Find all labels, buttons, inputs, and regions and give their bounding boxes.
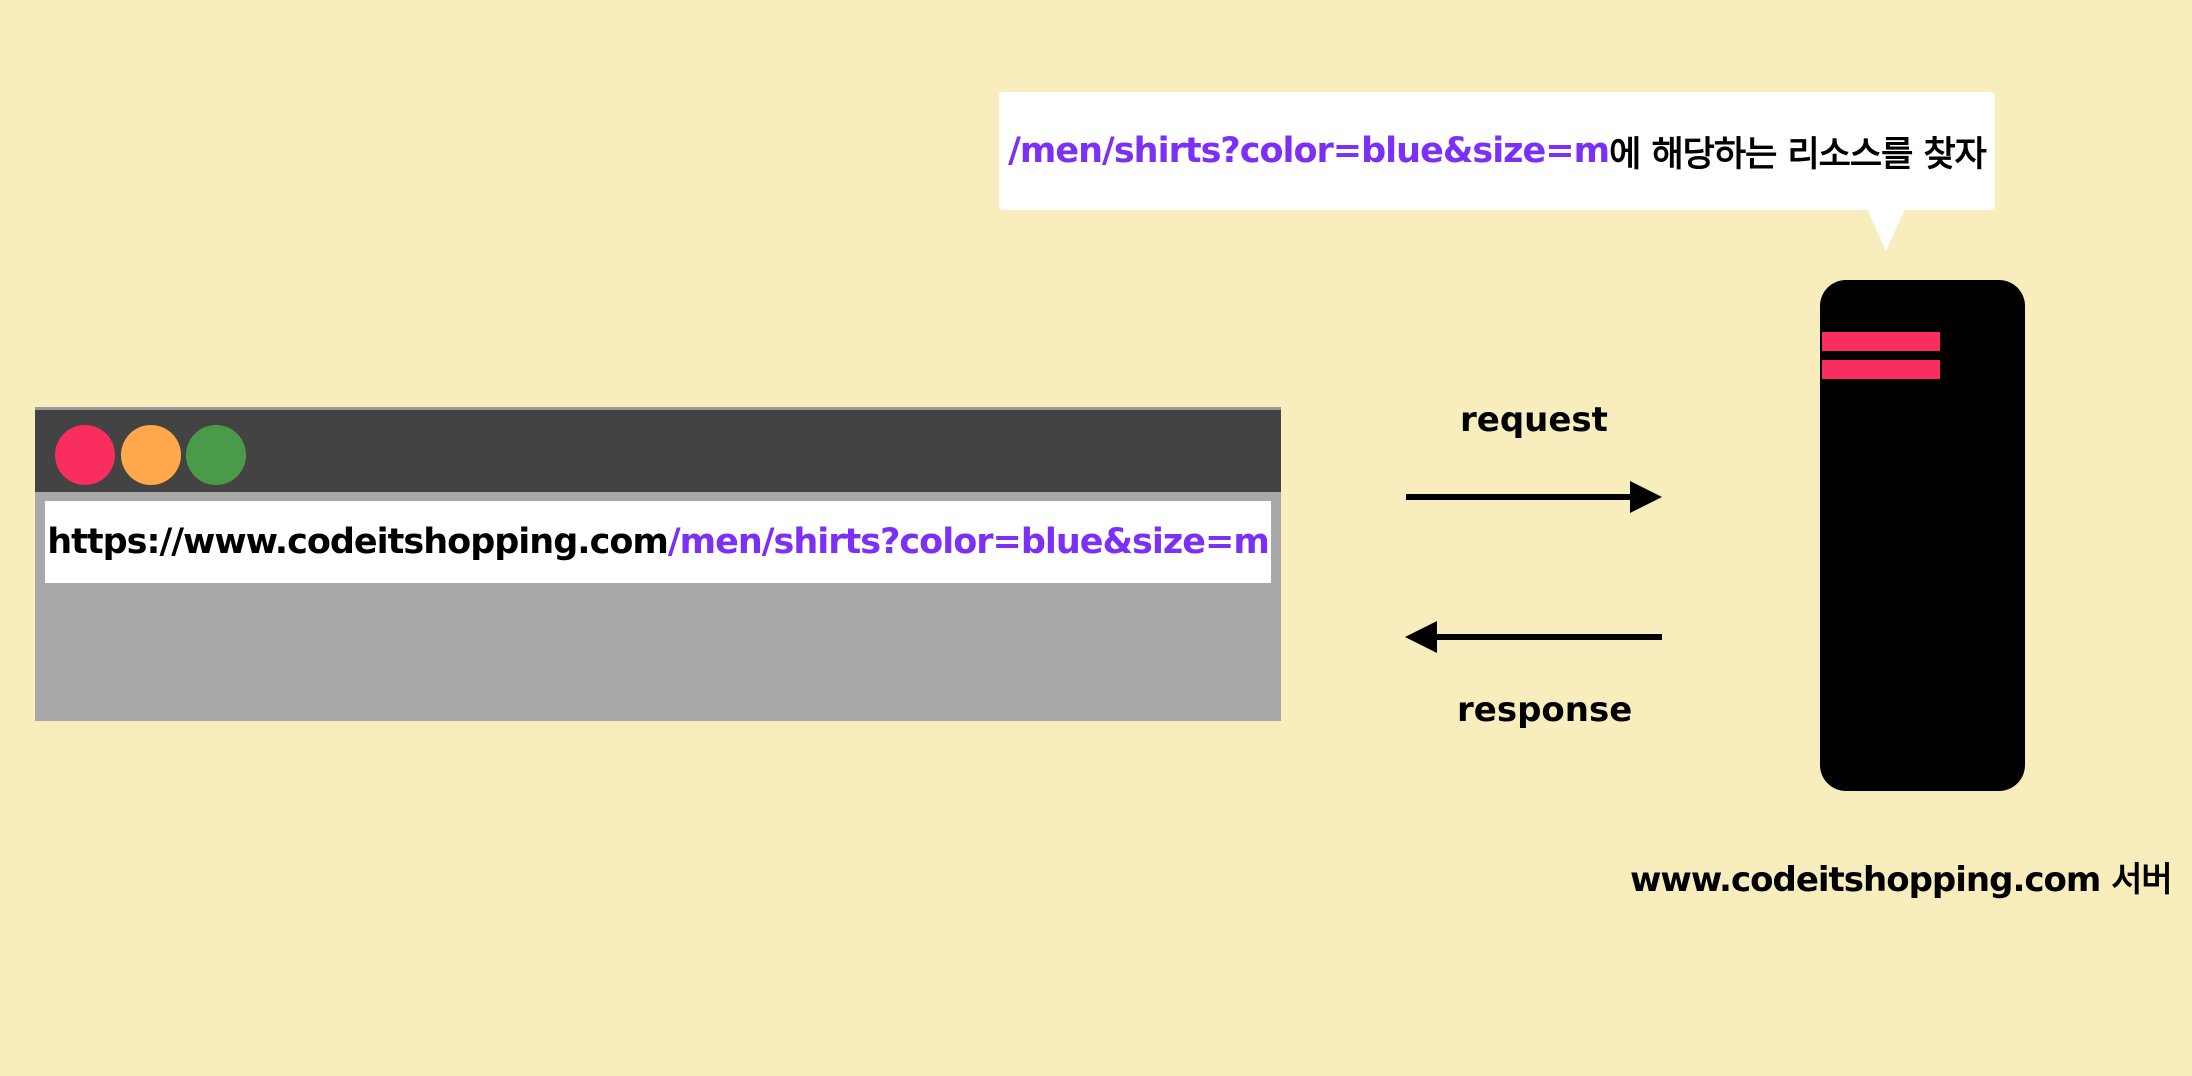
address-bar[interactable]: https://www.codeitshopping.com/men/shirt… [45, 501, 1271, 583]
arrows [1405, 481, 1662, 653]
close-dot-icon[interactable] [55, 425, 115, 485]
browser-titlebar [35, 407, 1281, 492]
server-icon [1820, 280, 2025, 791]
request-label: request [1460, 400, 1608, 440]
bubble-path: /men/shirts?color=blue&size=m [1008, 131, 1610, 171]
speech-bubble-tail [1867, 209, 1905, 251]
server-indicator-bar [1822, 360, 1940, 379]
server-label: www.codeitshopping.com 서버 [1630, 860, 2173, 900]
minimize-dot-icon[interactable] [121, 425, 181, 485]
request-arrow-icon [1406, 481, 1662, 513]
url-path: /men/shirts?color=blue&size=m [667, 522, 1270, 562]
response-label: response [1457, 690, 1633, 730]
server-indicator-bar [1822, 332, 1940, 351]
maximize-dot-icon[interactable] [186, 425, 246, 485]
browser-window: https://www.codeitshopping.com/men/shirt… [35, 407, 1281, 721]
response-arrow-icon [1405, 621, 1662, 653]
url-base: https://www.codeitshopping.com [47, 522, 669, 562]
bubble-suffix: 에 해당하는 리소스를 찾자 [1609, 134, 1987, 175]
